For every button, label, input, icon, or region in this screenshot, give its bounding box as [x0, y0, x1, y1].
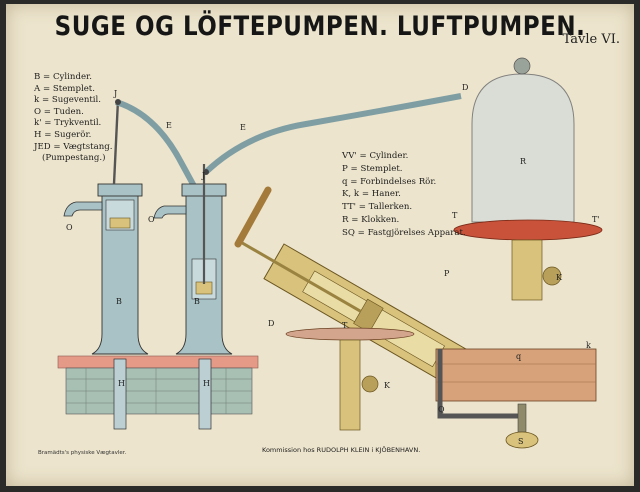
- svg-text:J: J: [201, 171, 205, 180]
- svg-text:k: k: [586, 341, 591, 350]
- svg-text:B: B: [116, 297, 122, 306]
- svg-text:E: E: [166, 121, 172, 130]
- poster-sheet: SUGE OG LÖFTEPUMPEN. LUFTPUMPEN. Tavle V…: [6, 4, 634, 486]
- stopcock-detail: T K: [285, 321, 415, 431]
- legend-item: SQ = Fastgjörelses Apparat.: [342, 227, 466, 238]
- svg-text:D: D: [268, 319, 274, 328]
- svg-text:K: K: [384, 381, 391, 390]
- legend-item: JED = Vægtstang.: [34, 141, 113, 152]
- pump-diagram: J E E J D O O B B H H D: [57, 57, 603, 449]
- legend-left: B = Cylinder. A = Stemplet. k = Sugevent…: [34, 72, 112, 165]
- svg-text:D: D: [462, 83, 468, 92]
- svg-text:R: R: [520, 157, 527, 166]
- poster-title: SUGE OG LÖFTEPUMPEN. LUFTPUMPEN.: [54, 12, 586, 42]
- svg-text:T': T': [592, 215, 600, 224]
- svg-text:H: H: [118, 379, 125, 388]
- svg-text:J: J: [113, 89, 117, 98]
- legend-item: A = Stemplet.: [34, 83, 95, 94]
- legend-item: K, k = Haner.: [342, 189, 401, 200]
- legend-item: q = Forbindelses Rör.: [342, 176, 437, 187]
- legend-item: VV' = Cylinder.: [342, 151, 409, 161]
- svg-text:S: S: [518, 437, 523, 446]
- legend-item: R = Klokken.: [342, 214, 400, 225]
- air-pump: R T T' K P q S Q k: [234, 57, 603, 449]
- legend-item: TT' = Tallerken.: [342, 202, 413, 213]
- legend-item: (Pumpestang.): [42, 153, 106, 164]
- svg-text:Q: Q: [438, 405, 445, 414]
- svg-text:B: B: [194, 297, 200, 306]
- legend-item: k' = Trykventil.: [34, 118, 102, 129]
- svg-text:P: P: [444, 269, 450, 278]
- legend-item: O = Tuden.: [34, 106, 84, 117]
- legend-item: B = Cylinder.: [34, 72, 92, 82]
- svg-text:T: T: [452, 211, 458, 220]
- svg-text:O: O: [66, 223, 73, 232]
- svg-text:q: q: [516, 352, 521, 361]
- legend-item: P = Stemplet.: [342, 163, 403, 174]
- svg-text:K: K: [556, 273, 563, 282]
- footer-publisher: Kommission hos RUDOLPH KLEIN i KJÖBENHAV…: [262, 446, 421, 454]
- svg-text:H: H: [203, 379, 210, 388]
- suction-pump: J E E J D O O B B H H D: [57, 83, 468, 430]
- plate-number: Tavle VI.: [562, 32, 620, 47]
- footer-series: Bramädts's physiske Vægtavler.: [38, 450, 127, 456]
- svg-text:O: O: [148, 215, 155, 224]
- svg-text:E: E: [240, 123, 246, 132]
- svg-text:T: T: [342, 321, 348, 330]
- legend-item: k = Sugeventil.: [34, 95, 102, 106]
- legend-right: VV' = Cylinder. P = Stemplet. q = Forbin…: [342, 150, 466, 240]
- legend-item: H = Sugerör.: [34, 129, 92, 140]
